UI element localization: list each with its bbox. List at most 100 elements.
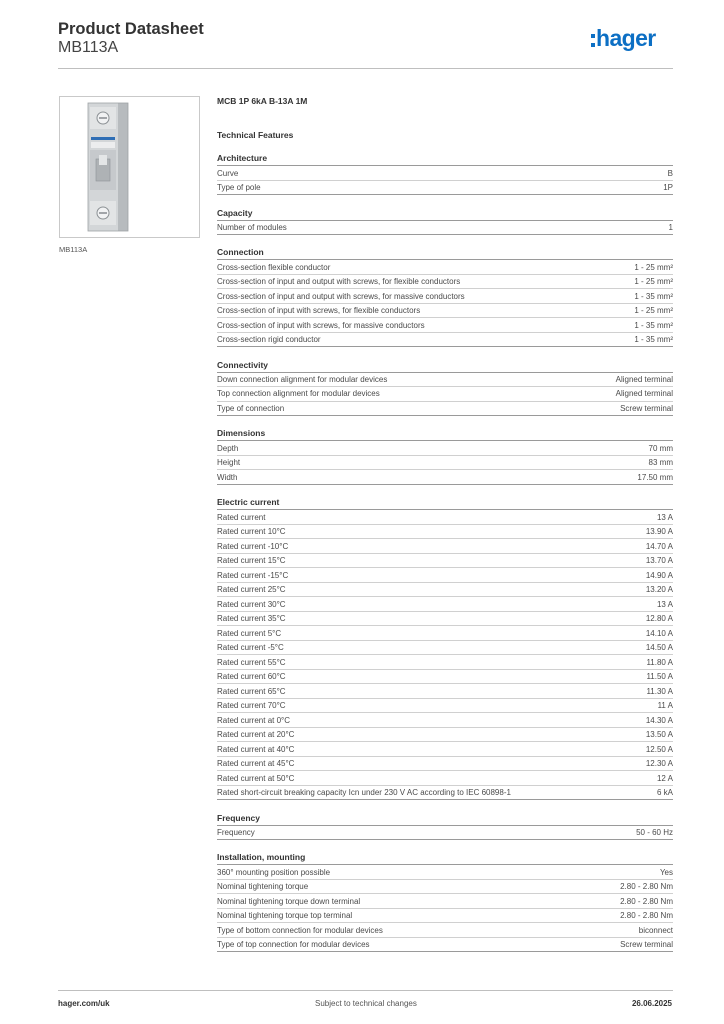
spec-label: Cross-section of input and output with s… bbox=[217, 277, 461, 287]
spec-label: 360° mounting position possible bbox=[217, 867, 331, 877]
spec-row: Top connection alignment for modular dev… bbox=[217, 387, 673, 402]
section-heading: Dimensions bbox=[217, 428, 266, 439]
spec-value: 1 - 35 mm² bbox=[634, 320, 673, 330]
spec-row: Rated current 30°C 13 A bbox=[217, 597, 673, 612]
spec-label: Top connection alignment for modular dev… bbox=[217, 389, 380, 399]
spec-value: 13 A bbox=[656, 512, 673, 522]
spec-value: Aligned terminal bbox=[615, 389, 673, 399]
spec-value: 12.50 A bbox=[645, 744, 673, 754]
section-divider bbox=[217, 259, 673, 261]
footer-website-link[interactable]: hager.com/uk bbox=[58, 999, 110, 1008]
spec-label: Rated current at 40°C bbox=[217, 744, 295, 754]
section-heading: Installation, mounting bbox=[217, 852, 306, 863]
spec-label: Rated current 60°C bbox=[217, 672, 286, 682]
spec-row: Rated current 70°C 11 A bbox=[217, 699, 673, 714]
spec-label: Rated current -10°C bbox=[217, 541, 289, 551]
spec-label: Rated short-circuit breaking capacity Ic… bbox=[217, 788, 511, 798]
section-heading: Frequency bbox=[217, 812, 260, 823]
spec-value: 11.50 A bbox=[646, 672, 673, 682]
spec-label: Rated current at 50°C bbox=[217, 773, 295, 783]
footer-divider bbox=[58, 990, 673, 991]
spec-label: Cross-section of input with screws, for … bbox=[217, 306, 421, 316]
logo-text: hager bbox=[596, 25, 656, 51]
spec-label: Rated current 30°C bbox=[217, 599, 286, 609]
spec-row: Cross-section of input and output with s… bbox=[217, 275, 673, 290]
spec-label: Rated current at 0°C bbox=[217, 715, 291, 725]
spec-value: 50 - 60 Hz bbox=[636, 827, 673, 837]
spec-label: Cross-section rigid conductor bbox=[217, 335, 321, 345]
product-image bbox=[59, 96, 200, 238]
section-heading: Connectivity bbox=[217, 359, 269, 370]
spec-label: Type of top connection for modular devic… bbox=[217, 940, 370, 950]
spec-label: Rated current -15°C bbox=[217, 570, 289, 580]
spec-row: Frequency 50 - 60 Hz bbox=[217, 826, 673, 841]
spec-label: Curve bbox=[217, 168, 239, 178]
spec-value: 2.80 - 2.80 Nm bbox=[620, 882, 673, 892]
spec-value: 14.50 A bbox=[645, 643, 673, 653]
spec-value: 1 - 35 mm² bbox=[634, 335, 673, 345]
hager-logo: hager bbox=[591, 25, 673, 52]
spec-value: Yes bbox=[659, 867, 673, 877]
spec-value: 13 A bbox=[656, 599, 673, 609]
spec-value: 14.10 A bbox=[645, 628, 673, 638]
footer-date: 26.06.2025 bbox=[631, 999, 672, 1008]
spec-value: 11 A bbox=[657, 701, 673, 711]
spec-value: 12.30 A bbox=[645, 759, 673, 769]
product-code: MB113A bbox=[58, 39, 119, 56]
logo-colon-mark bbox=[591, 34, 595, 48]
spec-row: Depth 70 mm bbox=[217, 441, 673, 456]
spec-value: 13.50 A bbox=[645, 730, 673, 740]
spec-label: Frequency bbox=[217, 827, 255, 837]
spec-row: Rated current -15°C 14.90 A bbox=[217, 568, 673, 583]
spec-value: 83 mm bbox=[648, 458, 673, 468]
spec-row: Rated current at 0°C 14.30 A bbox=[217, 713, 673, 728]
page-title: Product Datasheet bbox=[58, 20, 204, 38]
spec-label: Rated current 35°C bbox=[217, 614, 286, 624]
spec-value: 14.90 A bbox=[645, 570, 673, 580]
spec-row: Rated current 60°C 11.50 A bbox=[217, 670, 673, 685]
spec-rows: Frequency 50 - 60 Hz bbox=[217, 826, 673, 841]
spec-label: Cross-section flexible conductor bbox=[217, 262, 331, 272]
spec-label: Rated current 15°C bbox=[217, 556, 286, 566]
spec-value: 12.80 A bbox=[645, 614, 673, 624]
spec-value: B bbox=[667, 168, 673, 178]
spec-row: Curve B bbox=[217, 166, 673, 181]
spec-row: Down connection alignment for modular de… bbox=[217, 373, 673, 388]
spec-value: 1P bbox=[663, 183, 673, 193]
spec-row: Rated short-circuit breaking capacity Ic… bbox=[217, 786, 673, 801]
footer-notice: Subject to technical changes bbox=[315, 999, 417, 1008]
spec-label: Rated current 70°C bbox=[217, 701, 286, 711]
datasheet-content: MCB 1P 6kA B-13A 1M Technical Features A… bbox=[217, 95, 673, 953]
spec-label: Number of modules bbox=[217, 222, 287, 232]
section-divider bbox=[217, 440, 673, 442]
spec-rows: Curve B Type of pole 1P bbox=[217, 166, 673, 196]
spec-value: 14.30 A bbox=[645, 715, 673, 725]
spec-label: Type of connection bbox=[217, 403, 285, 413]
spec-label: Type of pole bbox=[217, 183, 261, 193]
section-divider bbox=[217, 371, 673, 373]
circuit-breaker-illustration bbox=[87, 102, 129, 232]
spec-row: Cross-section of input and output with s… bbox=[217, 289, 673, 304]
spec-value: 1 - 25 mm² bbox=[634, 277, 673, 287]
spec-value: 70 mm bbox=[648, 443, 673, 453]
spec-value: 1 - 25 mm² bbox=[634, 306, 673, 316]
spec-label: Depth bbox=[217, 443, 239, 453]
